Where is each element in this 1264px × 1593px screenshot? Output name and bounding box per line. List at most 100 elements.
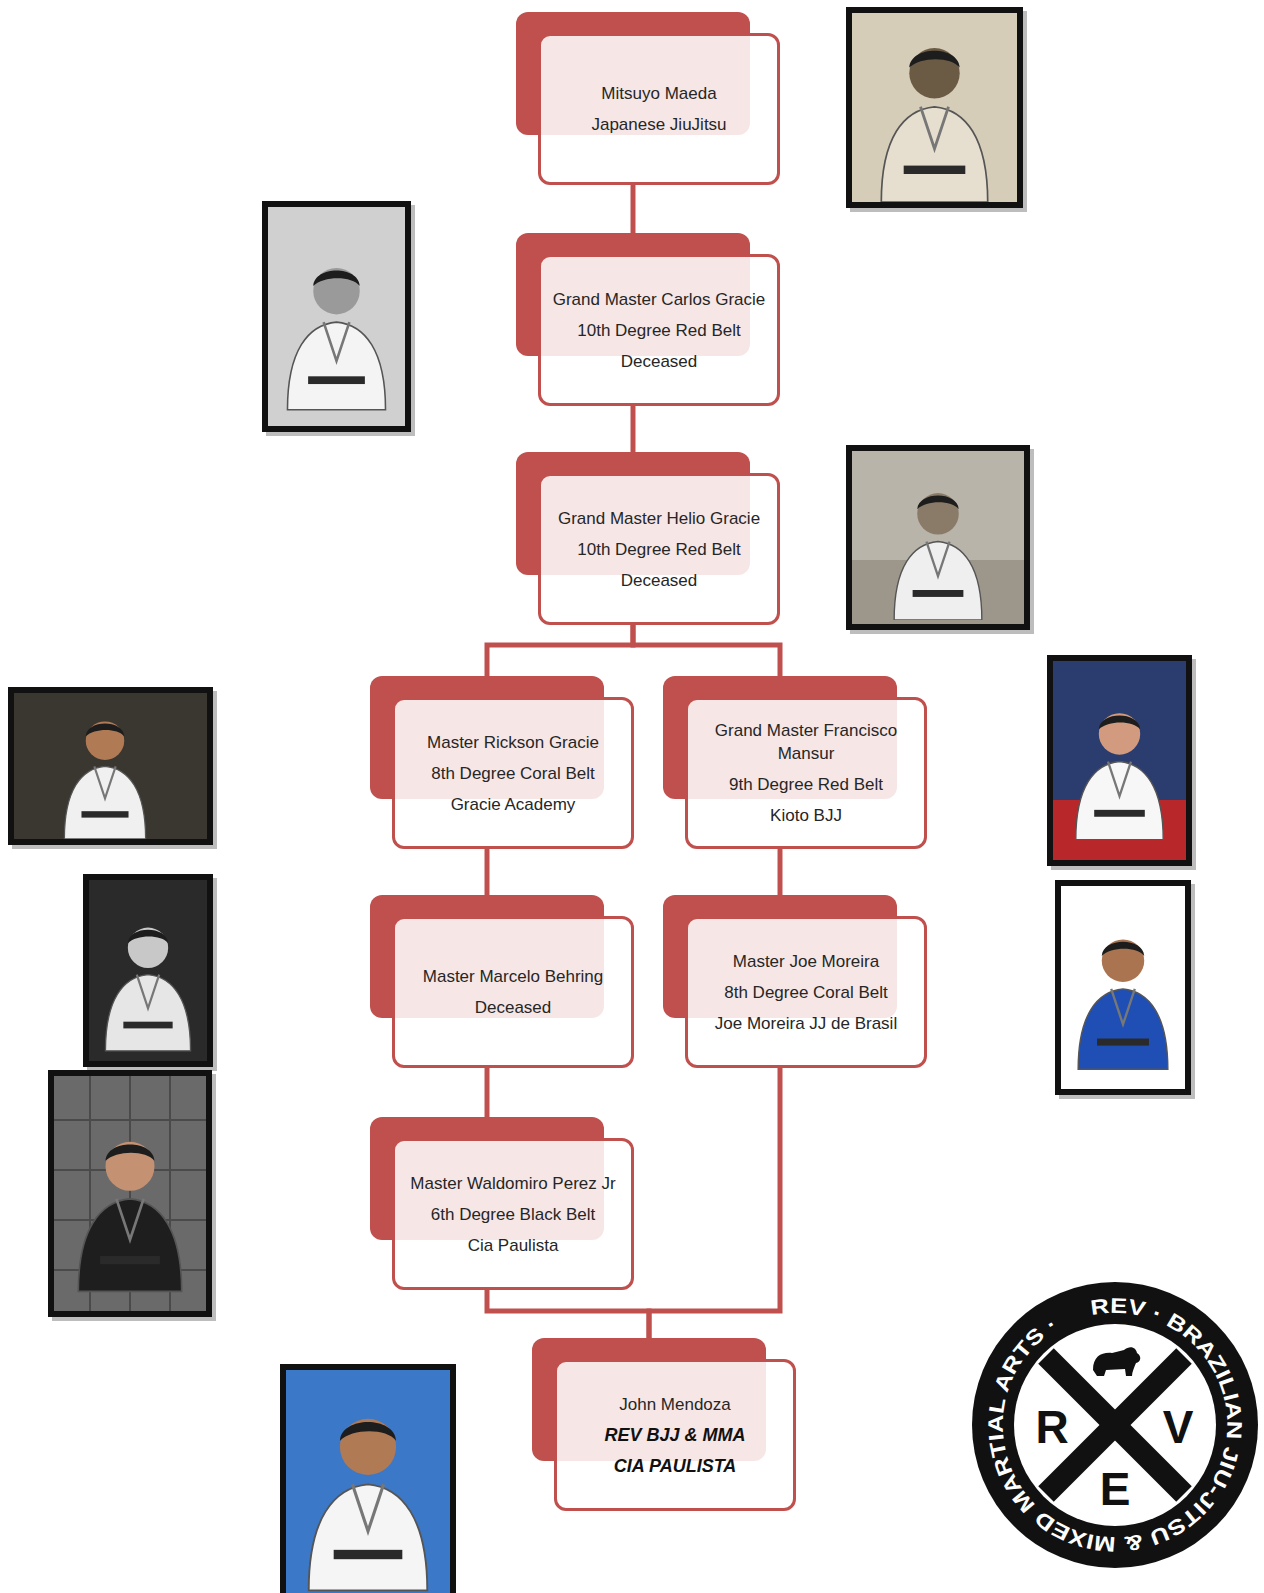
photo-frame (48, 1070, 212, 1317)
box-face (685, 697, 927, 849)
lineage-box: Master Rickson Gracie 8th Degree Coral Be… (392, 697, 634, 849)
photo-ground (286, 1370, 450, 1593)
photo-ground (852, 451, 1024, 624)
node-text: Deceased (475, 996, 552, 1019)
photo-shadow (52, 1074, 216, 1321)
lineage-box: Grand Master Francisco Mansur 9th Degree … (685, 697, 927, 849)
photo-frame (262, 201, 411, 432)
node-text: Deceased (621, 350, 698, 373)
logo-letter: E (1100, 1466, 1131, 1512)
person-figure (64, 721, 145, 839)
photo-frame (846, 445, 1030, 630)
photo-frame (1047, 655, 1192, 866)
node-text: REV BJJ & MMA (604, 1424, 745, 1447)
lineage-connector (487, 1290, 649, 1338)
photo-frame (280, 1364, 456, 1593)
photo-shadow (266, 205, 415, 436)
node-text: Master Waldomiro Perez Jr (410, 1172, 615, 1195)
photo-shadow (87, 878, 217, 1071)
lineage-connector (778, 849, 783, 895)
portrait-photo (846, 7, 1027, 212)
person-figure (105, 928, 190, 1051)
photo-shadow (12, 691, 217, 849)
photo-frame (1055, 880, 1191, 1095)
person-figure (309, 1419, 428, 1591)
photo-shadow (850, 449, 1034, 634)
node-text: 8th Degree Coral Belt (431, 762, 594, 785)
school-logo (972, 1282, 1258, 1568)
person-figure (287, 268, 385, 410)
photo-frame (83, 874, 213, 1067)
node-text: Master Marcelo Behring (423, 965, 603, 988)
node-text: 8th Degree Coral Belt (724, 981, 887, 1004)
photo-ground (14, 693, 207, 839)
lineage-connector (485, 849, 490, 895)
portrait-photo (48, 1070, 216, 1321)
person-figure (881, 48, 987, 202)
photo-ground (54, 1076, 206, 1311)
node-text: Japanese JiuJitsu (591, 113, 726, 136)
portrait-photo (1047, 655, 1196, 870)
portrait-photo (280, 1364, 456, 1593)
node-text: Grand Master Carlos Gracie (553, 288, 766, 311)
lineage-box: Grand Master Carlos Gracie 10th Degree Re… (538, 254, 780, 406)
node-text: Grand Master Francisco Mansur (699, 719, 913, 765)
lineage-connector (631, 406, 636, 452)
lineage-connector (631, 185, 636, 233)
lineage-connector (633, 625, 780, 676)
node-text: 10th Degree Red Belt (577, 538, 741, 561)
lineage-box: Master Waldomiro Perez Jr 6th Degree Blac… (392, 1138, 634, 1290)
node-text: Kioto BJJ (770, 804, 842, 827)
node-text: Cia Paulista (468, 1234, 559, 1257)
portrait-photo (1055, 880, 1195, 1099)
node-text: Deceased (621, 569, 698, 592)
portrait-photo (83, 874, 217, 1071)
node-text: 6th Degree Black Belt (431, 1203, 595, 1226)
box-face (538, 33, 780, 185)
photo-shadow (850, 11, 1027, 212)
logo-letter: R (1035, 1404, 1068, 1450)
logo-ring (972, 1282, 1258, 1568)
photo-frame (8, 687, 213, 845)
lineage-connector (487, 625, 633, 676)
lineage-box: Master Joe Moreira 8th Degree Coral BeltJ… (685, 916, 927, 1068)
photo-frame (846, 7, 1023, 208)
node-text: Joe Moreira JJ de Brasil (715, 1012, 897, 1035)
node-text: 10th Degree Red Belt (577, 319, 741, 342)
portrait-photo (262, 201, 415, 436)
lineage-box: Grand Master Helio Gracie 10th Degree Red… (538, 473, 780, 625)
node-text: Grand Master Helio Gracie (558, 507, 760, 530)
node-text: 9th Degree Red Belt (729, 773, 883, 796)
lineage-box: Mitsuyo MaedaJapanese JiuJitsu (538, 33, 780, 185)
portrait-photo (8, 687, 217, 849)
logo-text: REV · BRAZILIAN JIU-JITSU & MIXED MARTIA… (984, 1294, 1247, 1557)
node-text: Master Joe Moreira (733, 950, 879, 973)
photo-ground (1061, 886, 1185, 1089)
node-text: Gracie Academy (451, 793, 576, 816)
box-face (392, 916, 634, 1068)
node-text: Mitsuyo Maeda (601, 82, 716, 105)
logo-disc (1014, 1324, 1216, 1526)
photo-shadow (1059, 884, 1195, 1099)
photo-ground (268, 207, 405, 426)
logo-text: REV · BRAZILIAN JIU-JITSU & MIXED MARTIA… (984, 1294, 1247, 1557)
photo-ground (1053, 661, 1186, 860)
person-figure (78, 1142, 181, 1292)
person-figure (1076, 713, 1163, 840)
lineage-box: Master Marcelo BehringDeceased (392, 916, 634, 1068)
portrait-photo (846, 445, 1034, 634)
node-text: Master Rickson Gracie (427, 731, 599, 754)
logo-letter: V (1163, 1404, 1194, 1450)
photo-shadow (1051, 659, 1196, 870)
person-figure (894, 493, 982, 620)
lineage-connector (485, 1068, 490, 1117)
node-text: John Mendoza (619, 1393, 731, 1416)
logo-ring-text: REV · BRAZILIAN JIU-JITSU & MIXED MARTIA… (984, 1294, 1247, 1557)
lineage-connector (649, 1068, 780, 1338)
lineage-box: John MendozaREV BJJ & MMA CIA PAULISTA (554, 1359, 796, 1511)
bear-icon (1093, 1347, 1140, 1376)
photo-ground (852, 13, 1017, 202)
node-text: CIA PAULISTA (614, 1455, 737, 1478)
